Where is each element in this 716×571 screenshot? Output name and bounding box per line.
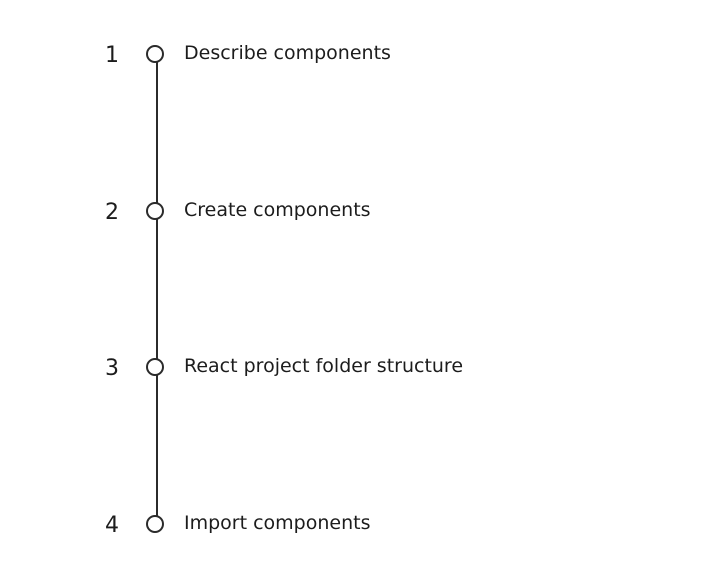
step-label: Create components xyxy=(184,199,371,221)
step-1: 1 Describe components xyxy=(0,41,716,71)
step-2: 2 Create components xyxy=(0,198,716,228)
timeline-line xyxy=(156,58,158,528)
step-4: 4 Import components xyxy=(0,511,716,541)
step-number: 4 xyxy=(105,513,119,538)
step-circle-icon xyxy=(146,202,164,220)
step-circle-icon xyxy=(146,358,164,376)
step-number: 2 xyxy=(105,200,119,225)
step-circle-icon xyxy=(146,515,164,533)
step-number: 3 xyxy=(105,356,119,381)
step-3: 3 React project folder structure xyxy=(0,354,716,384)
step-label: Import components xyxy=(184,512,371,534)
step-label: Describe components xyxy=(184,42,391,64)
step-number: 1 xyxy=(105,43,119,68)
step-label: React project folder structure xyxy=(184,355,464,377)
step-circle-icon xyxy=(146,45,164,63)
